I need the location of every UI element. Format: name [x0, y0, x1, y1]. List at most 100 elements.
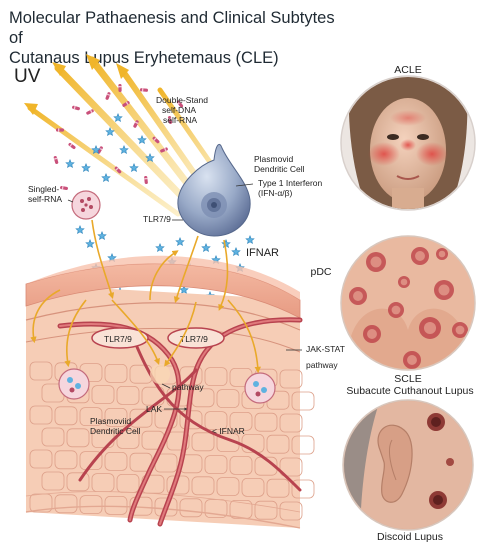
ssrna-vesicle [71, 190, 101, 220]
dermal-cell [79, 407, 103, 427]
interferon-star [97, 231, 107, 241]
rna-fragment [133, 120, 139, 128]
scle-lesion-center [346, 356, 354, 364]
dermal-cell [104, 407, 128, 427]
interferon-star [155, 243, 165, 253]
interferon-star [119, 145, 129, 155]
dermal-cell [29, 361, 53, 381]
lak-junction [150, 364, 170, 384]
rna-fragment [56, 128, 64, 132]
dermal-cell [229, 411, 253, 431]
scle-lesion-center [438, 284, 450, 296]
scle-lesion-center [400, 278, 408, 286]
rna-fragment [97, 146, 103, 154]
dermal-blood-vessels [57, 317, 303, 527]
pdc-low-label-2: Dendritic Cell [90, 426, 141, 436]
discoid-label: Discoid Lupus [377, 531, 443, 543]
rna-fragment [176, 100, 184, 108]
scle-lesion-center [455, 325, 465, 335]
dermal-cell [204, 455, 228, 475]
title-line-2: Cutanaus Lupus Eryhetemaus (CLE) [9, 49, 279, 67]
ifn-label-1: Type 1 Interferon [258, 178, 323, 188]
uv-ray [88, 56, 204, 204]
dermal-cell [154, 409, 178, 429]
dermal-cell [229, 455, 253, 475]
dermal-cell [41, 427, 65, 447]
interferon-star [85, 239, 95, 249]
dermal-cell [279, 501, 303, 521]
plasmacytoid-dendritic-cell [177, 143, 251, 237]
dermal-cell [104, 363, 128, 383]
interferon-star [91, 145, 101, 155]
rna-fragment [114, 166, 122, 174]
interferon-star [101, 173, 111, 183]
dermal-cell [241, 477, 265, 497]
rna-fragment [53, 156, 59, 164]
dermal-vesicle-left [58, 368, 90, 400]
scle-lesion-center [391, 305, 401, 315]
dermal-cell [29, 449, 53, 469]
ifnar-upper-label: IFNAR [246, 247, 279, 259]
scle-lesion [343, 353, 357, 367]
discoid-image [342, 399, 474, 531]
scle-subtitle: Subacute Cuthanout Lupus [346, 385, 474, 397]
tlr-receptor-left [91, 327, 149, 349]
ifn-leader [235, 183, 254, 187]
dermal-cell [29, 405, 53, 425]
dsdna-label-2: self-DNA [162, 105, 196, 115]
dsdna-label-1: Double-Stand [156, 95, 208, 105]
scle-lesion-center [438, 250, 446, 258]
ssrna-label-2: self-RNA [28, 194, 62, 204]
dermal-cell [204, 411, 228, 431]
interferon-star [81, 163, 91, 173]
ssrna-label-1: Singled- [28, 184, 59, 194]
dermal-cell [179, 498, 203, 518]
uv-ray-head [86, 54, 100, 70]
rna-fragment [122, 101, 130, 107]
dermal-cell [116, 429, 140, 449]
rna-fragment [167, 116, 173, 124]
interferon-star [201, 243, 211, 253]
scle-lesion-center [423, 321, 437, 335]
interferon-star [175, 237, 185, 247]
signalling-arrows [30, 219, 261, 374]
dermal-cell [154, 497, 178, 517]
rna-fragment [140, 88, 148, 92]
scle-image [340, 235, 476, 371]
dermal-cell [104, 451, 128, 471]
interferon-star [137, 135, 147, 145]
ifn-label-2: (IFN-α/β) [258, 188, 293, 198]
dermal-cell [279, 369, 303, 389]
rna-fragment [118, 83, 122, 93]
rna-fragment [152, 136, 160, 144]
title-line-1: Molecular Pathaenesis and Clinical Subty… [9, 9, 335, 47]
dermal-cell [229, 499, 253, 519]
ifnar-low-label: < IFNAR [212, 426, 245, 436]
uv-ray-head [116, 63, 129, 79]
dermal-cell [279, 413, 303, 433]
rna-fragment [86, 109, 94, 115]
rna-fragment [60, 185, 68, 191]
pathway-mid-label: pathway [172, 382, 204, 392]
ssrna-leader [67, 199, 74, 203]
scle-lesion-center [415, 251, 425, 261]
pdc-label-2: Dendritic Cell [254, 164, 305, 174]
scle-lesion-center [353, 291, 363, 301]
interferon-star [75, 225, 85, 235]
dermal-cell [191, 432, 215, 452]
dermal-cell [129, 408, 153, 428]
dermal-cell [54, 494, 78, 514]
uv-label: UV [14, 66, 41, 87]
interferon-star [65, 159, 75, 169]
pdc-low-label-1: Plasmoviid [90, 416, 131, 426]
nucleic-acid-fragments [53, 83, 184, 191]
rna-fragment [160, 147, 168, 153]
dermal-cell [66, 472, 90, 492]
interferon-star [129, 163, 139, 173]
dermal-cell [254, 412, 278, 432]
dermal-cell [41, 471, 65, 491]
scle-lesion-center [370, 256, 382, 268]
scle-lesion-center [367, 329, 377, 339]
page-title: Molecular Pathaenesis and Clinical Subty… [9, 8, 339, 68]
